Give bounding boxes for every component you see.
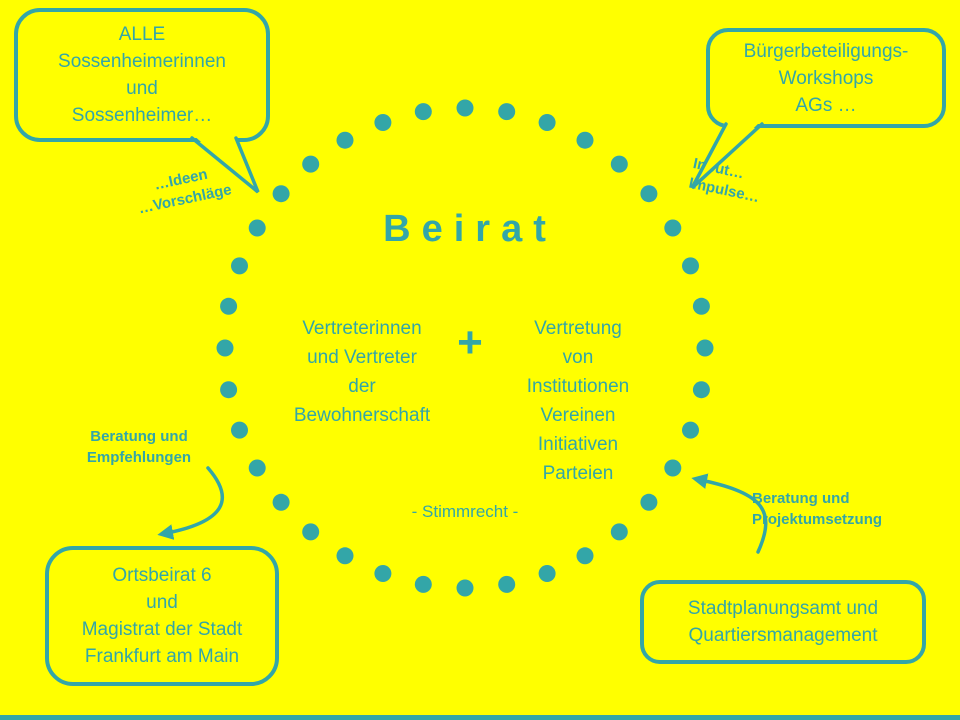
callout-alle-sossenheimer-text: ALLE Sossenheimerinnen und Sossenheimer… bbox=[58, 24, 226, 126]
curved-arrow-to-ortsbeirat bbox=[157, 466, 225, 540]
bottom-border-bar bbox=[0, 715, 960, 720]
beirat-title: Beirat bbox=[383, 208, 557, 250]
circle-dot bbox=[231, 257, 248, 275]
circle-dot bbox=[374, 114, 392, 131]
callout-ortsbeirat-magistrat: Ortsbeirat 6 und Magistrat der Stadt Fra… bbox=[45, 546, 279, 686]
callout-stadtplanungsamt: Stadtplanungsamt und Quartiersmanagement bbox=[640, 580, 926, 664]
callout-stadtplanungsamt-text: Stadtplanungsamt und Quartiersmanagement bbox=[687, 598, 879, 646]
callout-ortsbeirat-magistrat-text: Ortsbeirat 6 und Magistrat der Stadt Fra… bbox=[81, 565, 243, 667]
circle-dot bbox=[664, 219, 682, 237]
circle-dot bbox=[248, 459, 266, 477]
circle-dot bbox=[272, 493, 290, 511]
members-residents-text: Vertreterinnen und Vertreter der Bewohne… bbox=[293, 318, 431, 426]
callout-buergerbeteiligung-workshops-text: Bürgerbeteiligungs- Workshops AGs … bbox=[743, 40, 909, 116]
circle-dot bbox=[302, 155, 320, 173]
circle-dot bbox=[610, 523, 628, 541]
circle-dot bbox=[336, 547, 354, 565]
stimmrecht-label: - Stimmrecht - bbox=[411, 502, 519, 521]
callout-alle-sossenheimer: ALLE Sossenheimerinnen und Sossenheimer… bbox=[14, 8, 270, 142]
circle-dot bbox=[692, 297, 710, 315]
circle-dot bbox=[692, 381, 710, 399]
circle-dot bbox=[498, 103, 516, 121]
callout-buergerbeteiligung-workshops: Bürgerbeteiligungs- Workshops AGs … bbox=[706, 28, 946, 128]
circle-dot bbox=[682, 257, 699, 275]
label-beratung-empfehlungen: Beratung und Empfehlungen bbox=[86, 428, 192, 466]
circle-dot bbox=[696, 339, 714, 357]
members-institutions-text: Vertretung von Institutionen Vereinen In… bbox=[526, 318, 630, 484]
circle-dot bbox=[302, 523, 320, 541]
circle-dot bbox=[538, 114, 556, 131]
label-beratung-projektumsetzung: Beratung und Projektumsetzung bbox=[752, 490, 883, 528]
circle-dot bbox=[220, 297, 238, 315]
circle-dot bbox=[640, 185, 658, 203]
circle-dot bbox=[231, 421, 248, 439]
circle-dot bbox=[498, 575, 516, 593]
circle-dot bbox=[610, 155, 628, 173]
circle-dot bbox=[576, 547, 594, 565]
circle-dot bbox=[456, 579, 474, 597]
circle-dot bbox=[640, 493, 658, 511]
circle-dot bbox=[216, 339, 234, 357]
label-ideen-vorschlaege: …Ideen …Vorschläge bbox=[136, 165, 234, 218]
circle-dot bbox=[576, 131, 594, 149]
label-input-impulse: Input… Impulse… bbox=[687, 155, 762, 207]
circle-dot bbox=[414, 103, 432, 121]
circle-dot bbox=[456, 99, 474, 117]
circle-dot bbox=[220, 381, 238, 399]
circle-dot bbox=[374, 565, 392, 582]
circle-dot bbox=[538, 565, 556, 582]
circle-dot bbox=[336, 131, 354, 149]
circle-dot bbox=[248, 219, 266, 237]
circle-dot bbox=[272, 185, 290, 203]
plus-sign: + bbox=[457, 318, 483, 367]
circle-dot bbox=[682, 421, 699, 439]
circle-dot bbox=[414, 575, 432, 593]
